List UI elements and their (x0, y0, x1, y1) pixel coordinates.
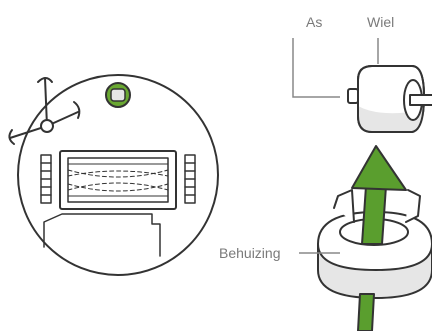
label-behuizing: Behuizing (219, 245, 281, 261)
right-wheel-well (184, 154, 196, 204)
wheel-shaft (409, 94, 432, 106)
robot-button-inset (110, 88, 126, 102)
arrow-shaft-lower (357, 293, 375, 331)
side-brush-icon (8, 77, 81, 145)
leader-as (292, 38, 340, 98)
left-wheel-well (40, 154, 52, 204)
brush-roll-frame (59, 150, 177, 210)
leader-lines (292, 38, 379, 254)
label-as: As (306, 14, 323, 30)
bin-outline (43, 213, 161, 257)
label-wiel: Wiel (367, 14, 395, 30)
robot-body-outline (17, 74, 219, 276)
arrow-shaft-upper (361, 185, 387, 245)
up-arrow (351, 145, 407, 331)
housing-tab-left (333, 189, 355, 223)
axle-stub (347, 88, 359, 104)
housing-tab-right (405, 189, 421, 223)
wheel (347, 65, 432, 133)
robot-underside (8, 74, 219, 276)
arrow-head (351, 145, 407, 191)
